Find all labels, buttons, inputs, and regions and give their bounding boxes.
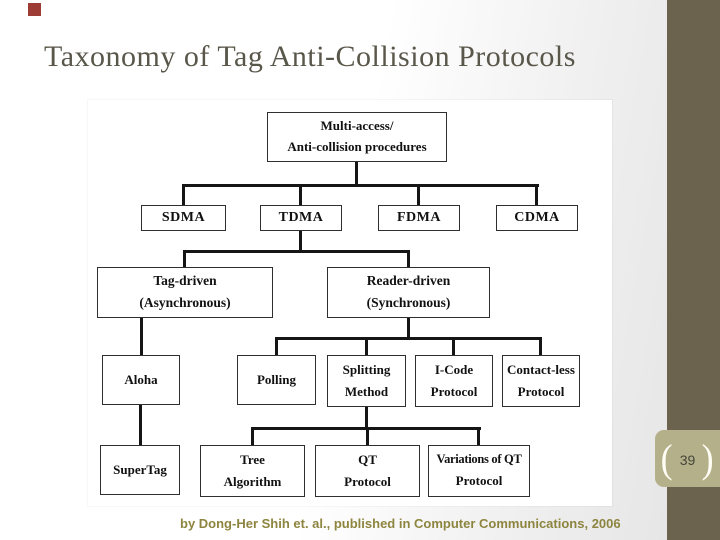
connector-stub-contactless [539,337,542,356]
connector-splitting-down [365,407,368,430]
node-qt-protocol: QT Protocol [315,445,420,497]
connector-stub-sdma [182,184,185,206]
connector-stub-qt [366,427,369,446]
node-polling-label: Polling [256,371,296,387]
connector-bus-level1 [182,184,539,187]
node-fdma-label: FDMA [397,210,441,226]
node-contactless-protocol: Contact-less Protocol [502,355,580,407]
node-tag-driven: Tag-driven (Asynchronous) [97,267,273,318]
connector-stub-variations [477,427,480,446]
connector-aloha-supertag [139,405,142,446]
slide-number: 39 [679,451,696,468]
node-variations-of-qt: Variations of QT Protocol [428,445,530,497]
node-multi-access-line1: Multi-access/ [320,118,394,134]
node-aloha: Aloha [102,355,180,405]
connector-stub-icode [452,337,455,356]
node-cdma-label: CDMA [514,210,560,226]
node-contactless-line1: Contact-less [507,362,575,378]
node-tree-line1: Tree [240,452,265,468]
node-contactless-line2: Protocol [517,383,565,399]
node-variations-line1: Variations of QT [436,452,522,467]
source-caption: by Dong-Her Shih et. al., published in C… [180,516,621,531]
node-aloha-label: Aloha [124,371,158,387]
node-tdma-label: TDMA [278,210,324,226]
node-icode-line1: I-Code [434,362,474,378]
node-tag-driven-line1: Tag-driven [153,273,217,289]
node-icode-protocol: I-Code Protocol [415,355,493,407]
connector-tagdriven-aloha [140,318,143,356]
taxonomy-diagram: Multi-access/ Anti-collision procedures … [88,100,612,506]
connector-reader-down [407,318,410,340]
node-tdma: TDMA [260,205,342,231]
node-reader-driven: Reader-driven (Synchronous) [327,267,490,318]
bracket-right-decoration: ) [701,436,714,481]
node-reader-driven-line2: (Synchronous) [366,294,451,310]
connector-stub-tdma [299,184,302,206]
connector-stub-reader-driven [407,250,410,268]
theme-red-square-decoration [28,3,41,16]
node-fdma: FDMA [378,205,460,231]
connector-bus-level3 [275,337,542,340]
node-polling: Polling [237,355,316,405]
node-tree-line2: Algorithm [223,473,282,489]
connector-tdma-down [299,231,302,253]
node-qt-line1: QT [358,452,377,468]
node-reader-driven-line1: Reader-driven [366,273,451,289]
node-splitting-method: Splitting Method [327,355,406,407]
bracket-left-decoration: ( [661,436,674,481]
connector-stub-splitting [365,337,368,356]
connector-stub-polling [275,337,278,356]
node-multi-access: Multi-access/ Anti-collision procedures [267,112,447,162]
connector-bus-level2 [183,250,410,253]
node-variations-line2: Protocol [455,473,503,489]
connector-stub-cdma [535,184,538,206]
node-splitting-line2: Method [344,383,389,399]
connector-stub-fdma [417,184,420,206]
connector-stub-tag-driven [183,250,186,268]
node-qt-line2: Protocol [344,473,391,489]
connector-stub-tree [251,427,254,446]
node-tree-algorithm: Tree Algorithm [200,445,305,497]
node-supertag-label: SuperTag [113,461,167,477]
page-title: Taxonomy of Tag Anti-Collision Protocols [44,40,576,73]
node-supertag: SuperTag [100,445,180,495]
node-sdma-label: SDMA [161,210,206,226]
node-splitting-line1: Splitting [342,362,391,378]
node-multi-access-line2: Anti-collision procedures [287,139,427,155]
node-icode-line2: Protocol [430,383,478,399]
node-tag-driven-line2: (Asynchronous) [139,294,231,310]
node-cdma: CDMA [496,205,578,231]
node-sdma: SDMA [141,205,226,231]
connector-root-down [355,162,358,187]
slide-number-tab: ( 39 ) [655,430,720,487]
